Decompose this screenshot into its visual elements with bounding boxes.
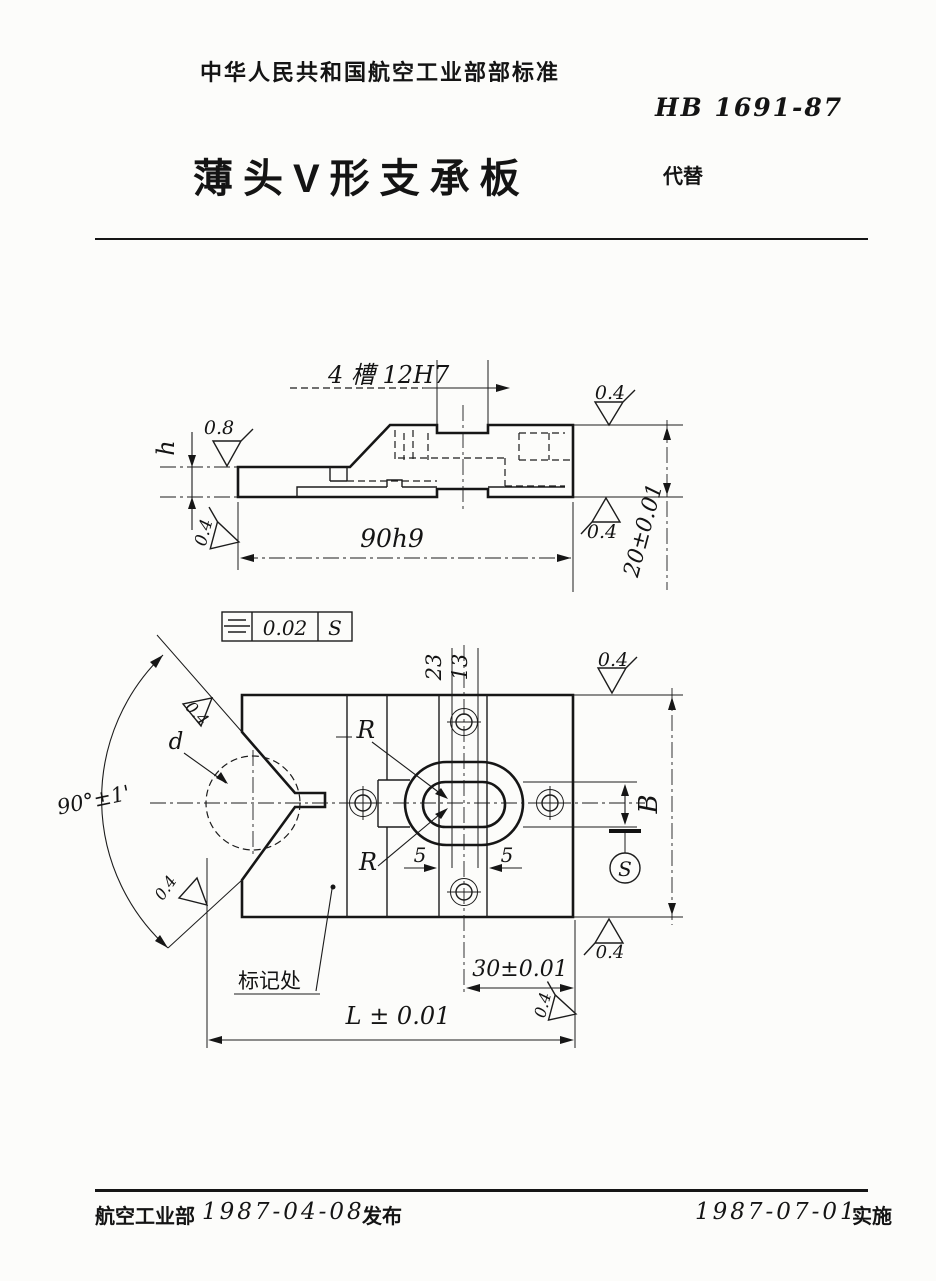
- symmetry-symbol: [224, 619, 250, 633]
- slot-offset-dimension: 5 5: [404, 843, 522, 872]
- svg-text:S: S: [618, 857, 632, 881]
- surface-finish-bottom: 0.4: [580, 496, 622, 543]
- footer-implement-label: 实施: [852, 1206, 892, 1228]
- h-dimension: h: [152, 432, 196, 530]
- svg-text:R: R: [358, 848, 377, 876]
- svg-text:0.4: 0.4: [596, 942, 625, 963]
- radius-top: R: [336, 716, 448, 799]
- footer-implement-date: 1987-07-01: [695, 1199, 858, 1225]
- supersedes-label: 代替: [663, 166, 703, 188]
- svg-text:0.4: 0.4: [587, 521, 617, 543]
- center-dimension: 30±0.01: [466, 957, 574, 992]
- svg-text:0.4: 0.4: [530, 990, 555, 1020]
- svg-text:0.4: 0.4: [191, 517, 217, 548]
- radius-bottom: R: [358, 808, 448, 876]
- svg-text:标记处: 标记处: [238, 970, 301, 993]
- svg-text:0.4: 0.4: [598, 649, 628, 671]
- slot-dimension: 4 槽 12H7: [290, 361, 510, 392]
- plan-view-edges: [346, 695, 637, 917]
- svg-text:R: R: [356, 716, 375, 744]
- tolerance-datum: S: [328, 616, 342, 640]
- svg-text:5: 5: [501, 843, 514, 867]
- svg-text:0.4: 0.4: [181, 697, 212, 729]
- tolerance-value: 0.02: [263, 616, 308, 640]
- surface-finish-v-lower: 0.4: [150, 872, 209, 907]
- gauge-label-group: d: [169, 729, 228, 784]
- svg-text:B: B: [634, 794, 664, 814]
- svg-text:30±0.01: 30±0.01: [472, 957, 567, 982]
- side-view-hidden-lines: [347, 430, 573, 487]
- tolerance-frame: 0.02 S: [221, 611, 353, 642]
- surface-finish-step: 0.8: [204, 417, 254, 468]
- svg-text:d: d: [169, 729, 184, 755]
- footer-issue-date: 1987-04-08: [202, 1199, 365, 1225]
- standard-name: 中华人民共和国航空工业部部标准: [200, 60, 561, 85]
- width-dimension: 90h9: [240, 524, 571, 562]
- plan-finish-right: 0.4: [530, 981, 578, 1022]
- footer-rule: [95, 1189, 868, 1192]
- svg-text:5: 5: [414, 843, 427, 867]
- svg-text:90h9: 90h9: [360, 524, 424, 553]
- offset-dim-b: 13: [448, 654, 472, 681]
- slot-label: 4 槽 12H7: [327, 361, 450, 389]
- marking-note: 标记处: [234, 884, 336, 995]
- length-dimension: L ± 0.01: [208, 1002, 574, 1044]
- header-rule: [95, 238, 868, 240]
- svg-text:0.8: 0.8: [204, 417, 234, 439]
- plan-finish-bottom: 0.4: [583, 917, 625, 963]
- svg-text:0.4: 0.4: [150, 872, 180, 904]
- document-number: HB 1691-87: [655, 93, 844, 122]
- document-title: 薄头V形支承板: [193, 157, 530, 201]
- footer-issue-label: 发布: [362, 1206, 402, 1228]
- side-view: 4 槽 12H7 0.4 0.8 h: [152, 360, 683, 592]
- svg-text:0.4: 0.4: [595, 382, 625, 404]
- plan-view: d 90°±1' 0.4 0.4 2: [55, 634, 683, 1048]
- side-view-centerlines: [160, 360, 683, 592]
- datum-s: S: [609, 784, 641, 884]
- svg-text:20±0.01: 20±0.01: [619, 481, 668, 581]
- svg-text:L ± 0.01: L ± 0.01: [345, 1002, 451, 1030]
- angle-dimension: 90°±1': [55, 634, 243, 949]
- footer-issuer: 航空工业部: [95, 1206, 195, 1228]
- gauge-circle: [205, 755, 301, 851]
- side-view-edges: [296, 467, 565, 497]
- surface-finish-top: 0.4: [593, 382, 636, 427]
- height-var: h: [152, 440, 180, 455]
- thickness-dimension: 20±0.01: [619, 420, 671, 590]
- plan-finish-top: 0.4: [596, 649, 638, 695]
- svg-text:90°±1': 90°±1': [55, 781, 132, 820]
- plan-view-centerlines: [150, 645, 683, 1048]
- b-dimension: B: [634, 688, 676, 925]
- plan-view-outline: [240, 693, 575, 919]
- offset-dim-a: 23: [422, 654, 446, 682]
- surface-finish-v-upper: 0.4: [181, 697, 214, 729]
